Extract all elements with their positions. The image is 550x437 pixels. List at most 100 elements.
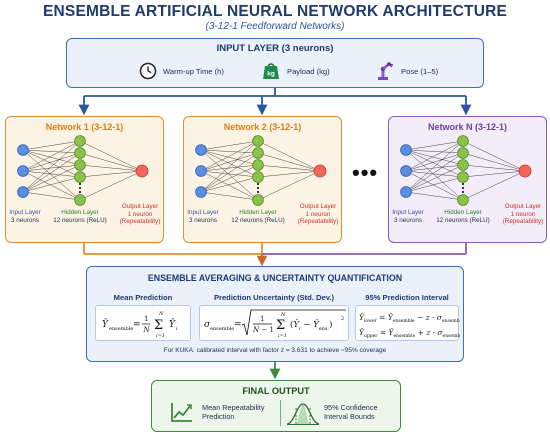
input-neuron xyxy=(17,165,29,177)
hidden-neuron xyxy=(457,159,469,171)
output-layer-sub2: (Repeatability) xyxy=(502,218,544,226)
clock-icon xyxy=(139,62,157,80)
output-layer-label: Output Layer xyxy=(121,203,159,210)
connection-line xyxy=(22,176,81,193)
connection-line xyxy=(405,149,464,166)
interval-title: 95% Prediction Interval xyxy=(365,293,449,302)
weight-icon-text: kg xyxy=(267,71,275,78)
connection-line xyxy=(22,149,81,166)
input-neuron xyxy=(17,144,29,156)
input-layer-sub: 3 neurons xyxy=(188,216,217,224)
hidden-neuron xyxy=(457,194,469,206)
mean-prediction-title: Mean Prediction xyxy=(113,293,173,302)
hidden-layer-sub: 12 neurons (ReLU) xyxy=(436,216,490,224)
connection-line xyxy=(257,170,321,178)
svg-text:i: i xyxy=(176,326,178,332)
connection-line xyxy=(22,140,81,193)
connection-line xyxy=(79,152,143,172)
hidden-neuron xyxy=(74,171,86,183)
final-mean-label: Mean Repeatability Prediction xyxy=(202,403,265,421)
input-layer-label: Input Layer xyxy=(9,209,41,216)
page-title: ENSEMBLE ARTIFICIAL NEURAL NETWORK ARCHI… xyxy=(42,3,508,20)
connection-line xyxy=(405,140,464,193)
mean-formula: Ŷ ensemble = 1 N N Σ i=1 Ŷ i xyxy=(95,305,191,341)
connection-line xyxy=(462,152,526,172)
svg-text:Ŷ: Ŷ xyxy=(102,318,109,330)
output-neuron xyxy=(135,164,149,178)
svg-text:i=1: i=1 xyxy=(278,333,287,339)
svg-text:=: = xyxy=(133,320,141,330)
ellipsis-dot xyxy=(256,186,260,190)
svg-text:=: = xyxy=(234,320,242,330)
mean-formula-svg: Ŷ ensemble = 1 N N Σ i=1 Ŷ i xyxy=(102,311,178,339)
trend-chart-icon xyxy=(171,403,192,422)
input-neuron xyxy=(400,165,412,177)
svg-text:ensemble: ensemble xyxy=(109,326,133,332)
hidden-neuron xyxy=(74,194,86,206)
output-layer-sub2: (Repeatability) xyxy=(297,218,339,226)
connection-line xyxy=(200,152,259,193)
connection-line xyxy=(200,149,259,178)
input-neuron xyxy=(195,165,207,177)
connection-line xyxy=(200,140,259,193)
connection-line xyxy=(200,170,259,201)
connection-line xyxy=(405,140,464,151)
network-2-graph xyxy=(195,135,327,206)
ensemble-title: ENSEMBLE AVERAGING & UNCERTAINTY QUANTIF… xyxy=(147,273,403,283)
connection-line xyxy=(405,140,464,172)
hidden-neuron xyxy=(74,135,86,147)
svg-text:ensemble: ensemble xyxy=(210,326,234,332)
connection-line xyxy=(200,164,259,172)
connection-line xyxy=(200,140,259,172)
ellipsis-dot xyxy=(78,186,82,190)
connection-line xyxy=(22,191,81,201)
svg-text:N − 1: N − 1 xyxy=(252,326,274,334)
connection-line xyxy=(22,152,81,193)
connection-line xyxy=(462,170,526,178)
page-subtitle: (3-12-1 Feedforward Networks) xyxy=(205,21,345,32)
output-neuron xyxy=(518,164,532,178)
ensemble-panel: ENSEMBLE AVERAGING & UNCERTAINTY QUANTIF… xyxy=(86,266,465,362)
ensemble-note: For KUKA: calibrated interval with facto… xyxy=(163,347,387,354)
connection-line xyxy=(22,170,81,178)
connection-line xyxy=(200,191,259,201)
input-layer-sub: 3 neurons xyxy=(10,216,39,224)
input-layer-panel: INPUT LAYER (3 neurons) Warm-up Time (h)… xyxy=(66,38,484,88)
std-formula: σ ensemble = 1 N − 1 N Σ i=1 (Ŷi − Ŷens.… xyxy=(199,305,349,341)
svg-text:N: N xyxy=(158,311,164,317)
svg-text:N: N xyxy=(143,326,151,334)
ellipsis-dot xyxy=(78,190,82,194)
final-interval-label: 95% Confidence Interval Bounds xyxy=(324,403,378,421)
input-layer-label: Input Layer xyxy=(187,209,219,216)
input-pose-item: Pose (1–5) xyxy=(375,58,438,84)
ellipsis-dot xyxy=(256,190,260,194)
input-payload-item: kg Payload (kg) xyxy=(261,58,330,84)
hidden-neuron xyxy=(457,147,469,159)
connection-line xyxy=(462,170,526,201)
svg-text:N: N xyxy=(280,312,286,318)
hidden-neuron xyxy=(252,171,264,183)
connection-line xyxy=(200,149,259,201)
weight-icon: kg xyxy=(263,63,279,79)
network-connections xyxy=(405,140,526,201)
hidden-layer-label: Hidden Layer xyxy=(239,209,277,216)
svg-text:i=1: i=1 xyxy=(156,333,165,339)
network-1-graph xyxy=(17,135,149,206)
connection-line xyxy=(200,149,259,154)
input-neuron xyxy=(195,186,207,198)
final-output-title: FINAL OUTPUT xyxy=(242,386,310,396)
connection-line xyxy=(405,176,464,193)
output-layer-label: Output Layer xyxy=(504,203,542,210)
hidden-neuron xyxy=(74,159,86,171)
ellipsis-dot xyxy=(256,182,260,186)
hidden-neuron xyxy=(457,171,469,183)
network-connections xyxy=(200,140,321,201)
connection-line xyxy=(79,164,143,172)
